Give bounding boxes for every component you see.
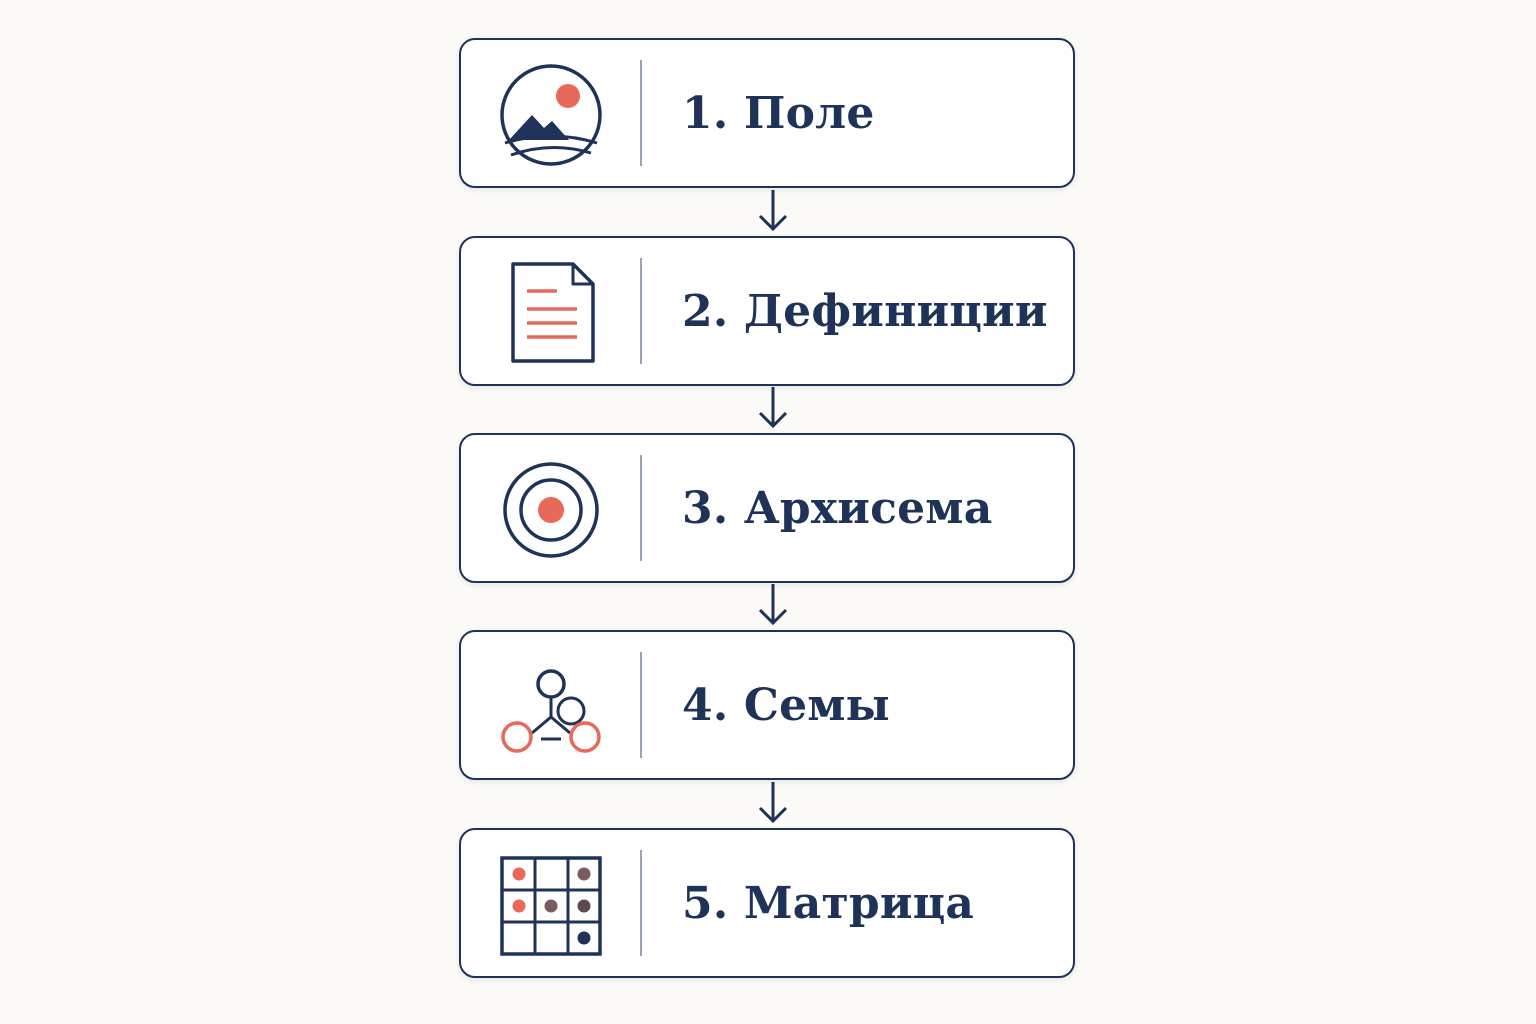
step-5-box: 5. Матрица: [459, 828, 1075, 978]
step-1-label: 1. Поле: [682, 87, 875, 139]
document-icon: [499, 261, 603, 365]
network-icon: [499, 655, 603, 759]
step-divider: [640, 652, 642, 758]
matrix-grid-icon: [499, 853, 603, 957]
step-divider: [640, 455, 642, 561]
step-4-label: 4. Семы: [682, 679, 890, 731]
step-3-box: 3. Архисема: [459, 433, 1075, 583]
target-icon: [499, 458, 603, 562]
step-divider: [640, 850, 642, 956]
down-arrow-icon: [755, 188, 791, 234]
down-arrow-icon: [755, 780, 791, 826]
step-divider: [640, 60, 642, 166]
step-2-label: 2. Дефиниции: [682, 285, 1048, 337]
landscape-icon: [499, 63, 603, 167]
step-5-label: 5. Матрица: [682, 877, 975, 929]
step-1-box: 1. Поле: [459, 38, 1075, 188]
step-2-box: 2. Дефиниции: [459, 236, 1075, 386]
step-4-box: 4. Семы: [459, 630, 1075, 780]
down-arrow-icon: [755, 385, 791, 431]
step-3-label: 3. Архисема: [682, 482, 993, 534]
step-divider: [640, 258, 642, 364]
down-arrow-icon: [755, 582, 791, 628]
